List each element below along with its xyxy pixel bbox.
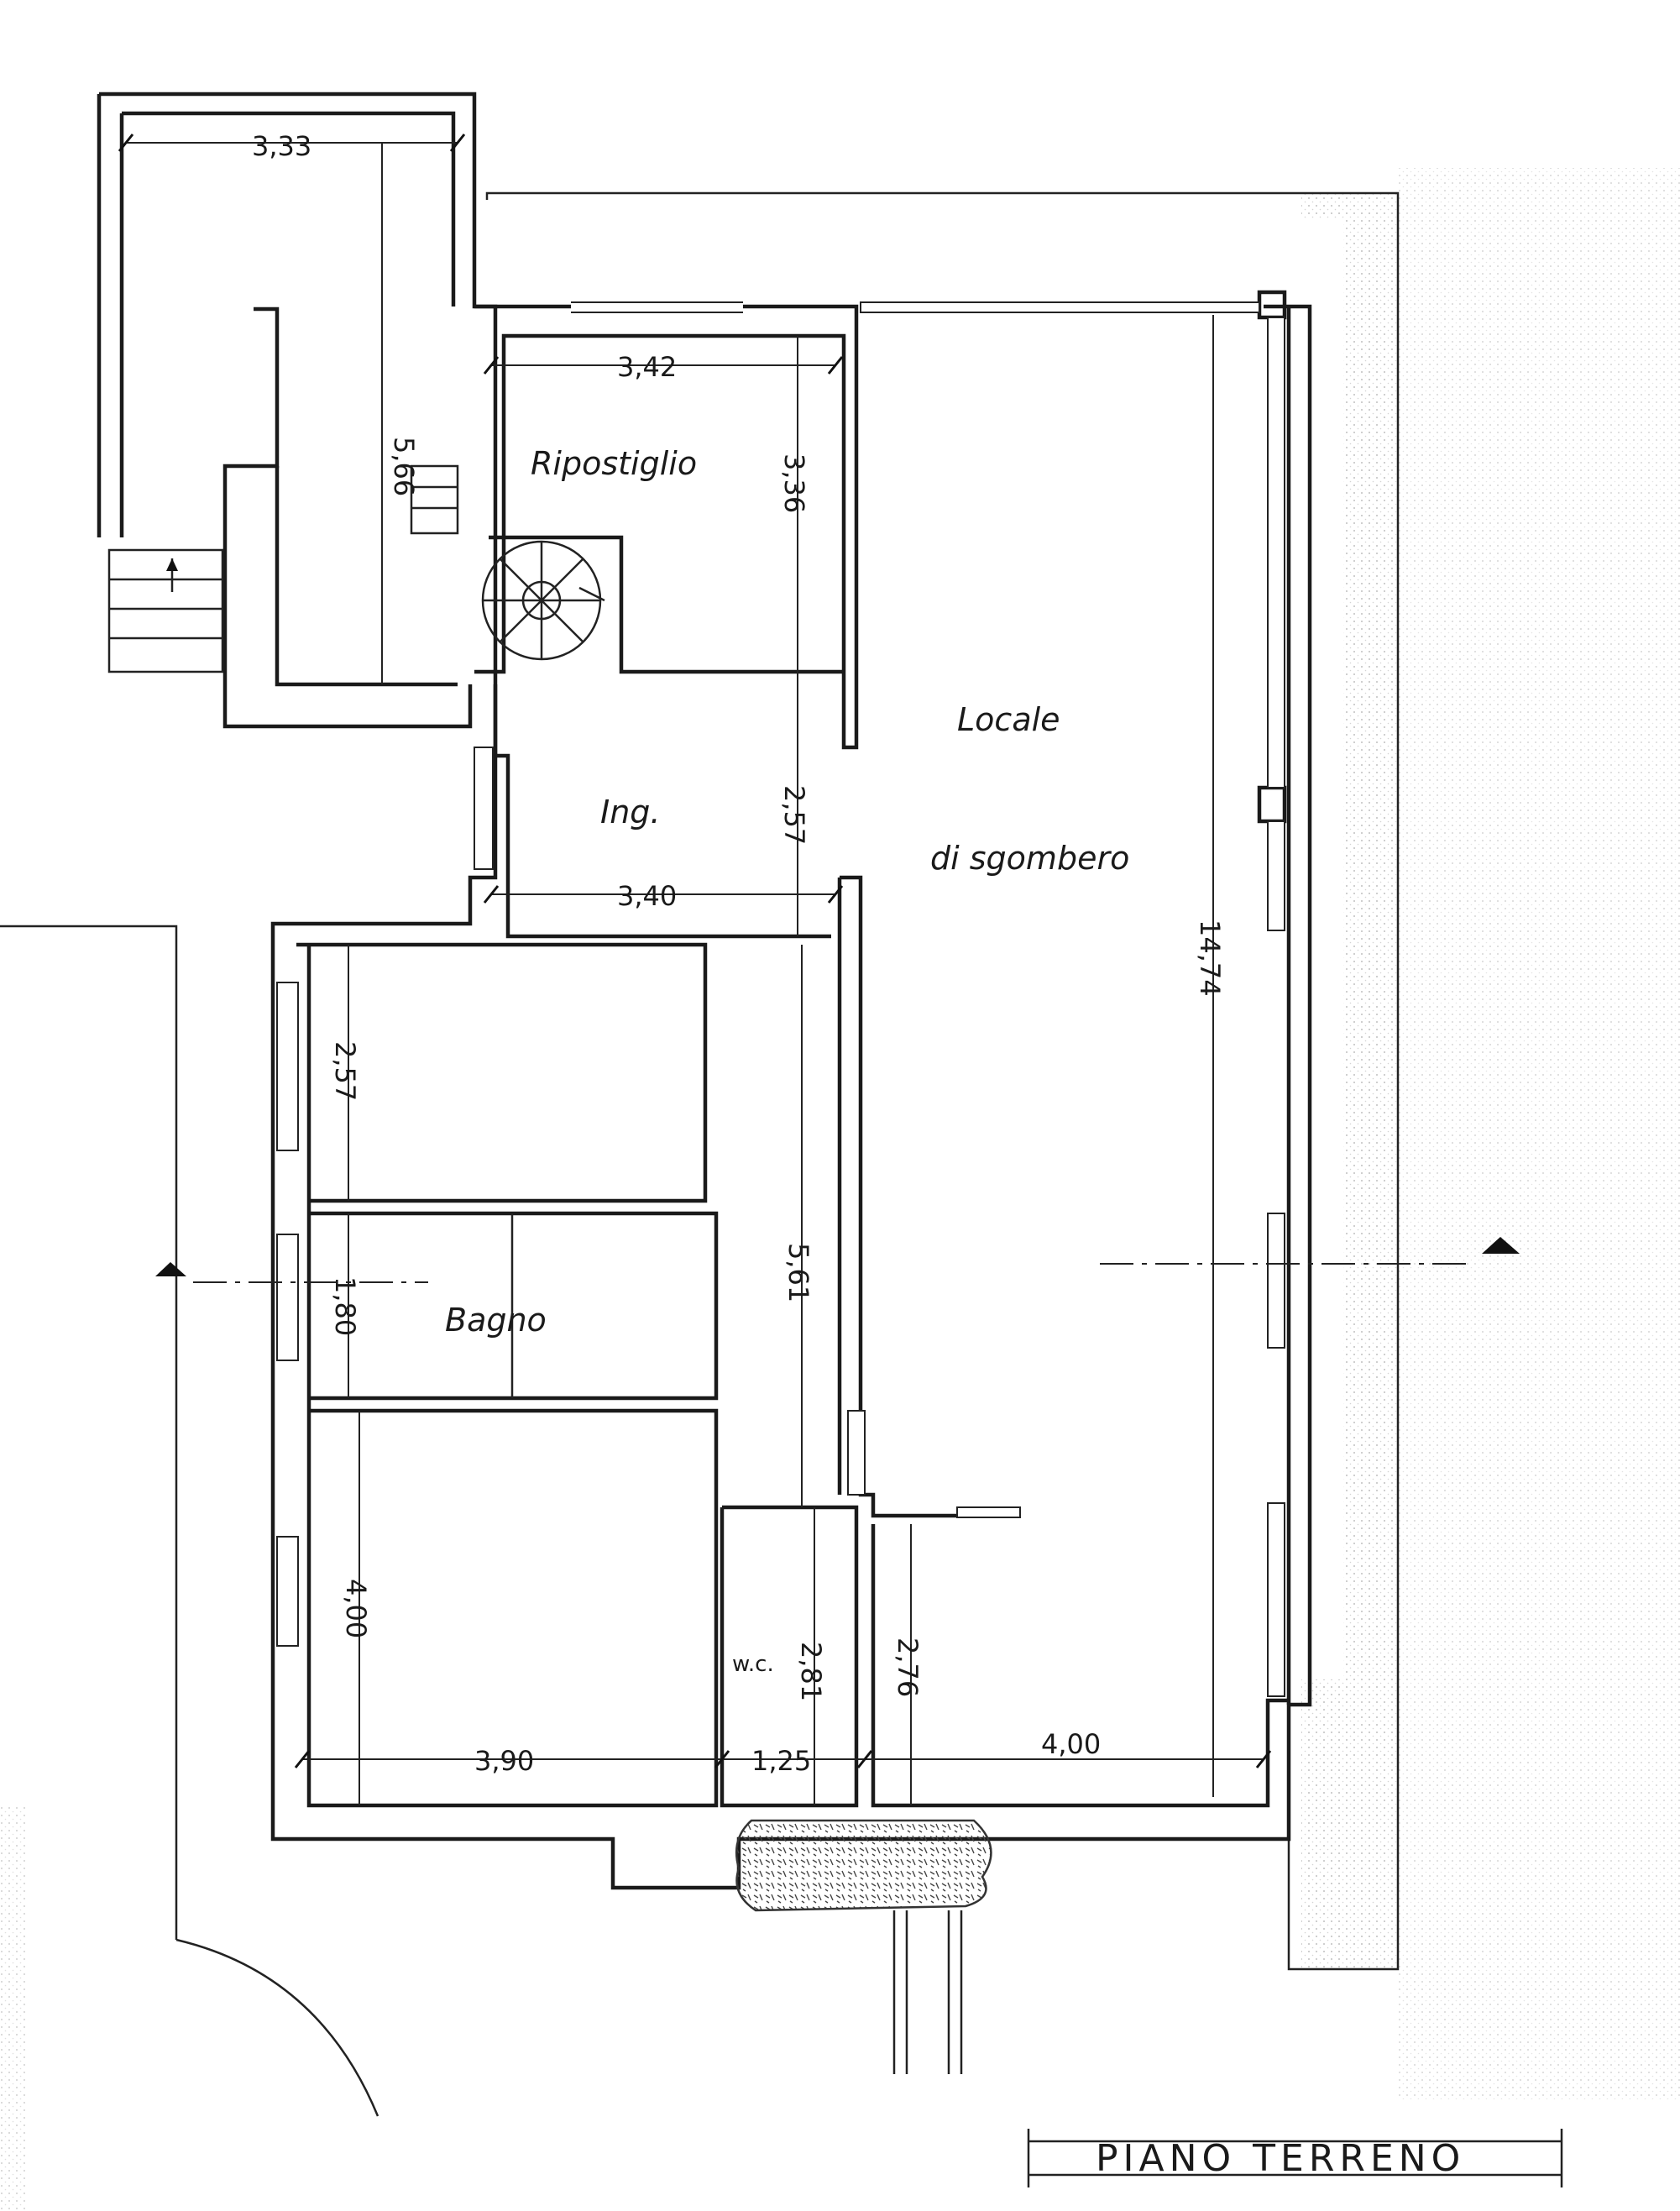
dim-1-80: 1,80 <box>329 1276 361 1336</box>
room-label-bagno: Bagno <box>445 1302 547 1339</box>
dimension-lines <box>118 134 1272 1805</box>
dim-1-25: 1,25 <box>751 1745 811 1777</box>
windows <box>276 301 1285 1697</box>
room-label-ripostiglio: Ripostiglio <box>531 445 697 482</box>
dim-3-40: 3,40 <box>617 880 677 912</box>
section-arrow-left-icon <box>155 1262 186 1276</box>
title-block: PIANO TERRENO <box>1027 2129 1563 2187</box>
ripostiglio-walls <box>474 301 859 750</box>
section-markers <box>155 1237 1520 1283</box>
room-label-locale-line2: di sgombero <box>930 840 1129 877</box>
room-label-ingresso: Ing. <box>600 794 661 830</box>
room-label-wc: w.c. <box>732 1652 774 1677</box>
dim-2-76: 2,76 <box>892 1637 924 1697</box>
section-arrow-right-icon <box>1482 1237 1520 1254</box>
entrance-steps <box>735 1819 992 2074</box>
dim-2-57-room: 2,57 <box>329 1041 361 1101</box>
house-walls <box>270 290 1312 1890</box>
dim-5-61: 5,61 <box>782 1243 814 1302</box>
dim-2-81: 2,81 <box>795 1642 827 1701</box>
dim-3-33: 3,33 <box>252 130 311 162</box>
dim-4-00-h: 4,00 <box>1041 1728 1101 1760</box>
dim-3-36: 3,36 <box>778 453 810 513</box>
dim-5-66: 5,66 <box>388 437 420 496</box>
dim-2-57-ing: 2,57 <box>778 785 810 845</box>
dim-3-90: 3,90 <box>474 1745 534 1777</box>
room-label-locale-line1: Locale <box>957 701 1060 738</box>
ground-hatching <box>0 168 1680 2211</box>
site-boundary <box>0 191 1400 2117</box>
dimension-values: 3,33 5,66 3,42 3,36 2,57 3,40 14,74 2,57… <box>252 130 1226 1777</box>
dim-4-00-v: 4,00 <box>340 1579 372 1638</box>
dim-3-42: 3,42 <box>617 351 677 383</box>
terrace-block <box>97 92 498 729</box>
plan-title: PIANO TERRENO <box>1096 2137 1465 2180</box>
dim-14-74: 14,74 <box>1194 920 1226 997</box>
